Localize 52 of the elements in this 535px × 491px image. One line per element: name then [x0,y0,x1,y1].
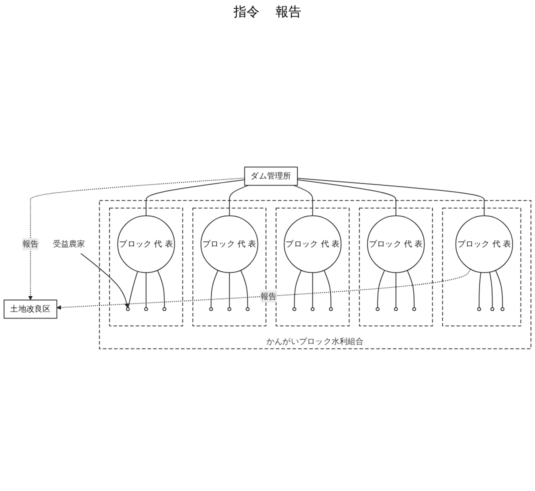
connector [229,272,230,308]
line-label: 報告 [276,4,302,21]
arrow [56,268,471,310]
node-circle: ブロック 代 表 [200,214,258,273]
connector [240,270,248,308]
cluster [358,207,433,326]
node-circle [227,306,232,311]
connector [406,270,415,308]
arrow [28,177,246,300]
connector [146,178,246,216]
connector [294,270,302,308]
connector [478,272,482,308]
node-circle [209,306,213,311]
node-circle: ブロック 代 表 [367,214,425,273]
node-circle: ブロック 代 表 [117,214,175,273]
connector [297,177,485,216]
node-box: 土地改良区 [4,299,58,318]
node-circle [144,306,148,311]
line-label: 指令 [234,4,260,21]
node-circle: ブロック 代 表 [455,214,514,273]
connector [495,270,503,308]
node-circle [292,306,296,311]
connector [297,178,396,216]
node-circle [310,306,315,311]
connector [210,270,218,308]
connector [128,270,138,308]
node-circle [329,306,333,311]
node-circle [126,306,130,311]
edge-label: 報告 [260,291,277,301]
node-circle [162,306,166,311]
node-text: 受益農家 [52,238,86,248]
connector [312,272,314,308]
edge-label: 報告 [22,238,39,248]
node-circle [490,306,494,311]
cluster [442,207,522,326]
node-circle [246,306,250,311]
connector [377,270,385,308]
connector [489,271,493,308]
arrow [80,252,129,308]
connector [293,184,314,216]
connector [157,270,165,308]
cluster [276,207,350,326]
cluster [109,207,184,326]
connector [324,270,332,308]
node-circle [376,306,380,311]
connector [229,184,249,216]
node-circle: ブロック 代 表 [284,214,342,273]
node-box: ダム管理所 [244,166,298,186]
node-circle [477,306,482,311]
node-circle [394,306,398,311]
node-circle [412,306,416,311]
node-circle [500,306,504,311]
